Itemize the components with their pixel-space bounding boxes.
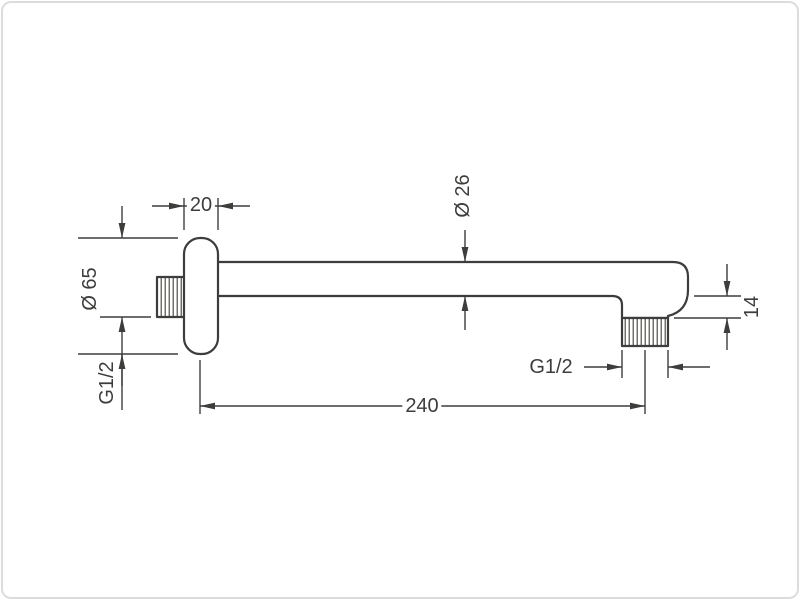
outlet-thread-hatch	[620, 316, 670, 348]
arrowhead-down	[461, 247, 469, 262]
arrowhead-up	[461, 296, 469, 311]
dim-arm-diameter-label: Ø 26	[452, 171, 474, 221]
arrowhead-down	[723, 281, 731, 296]
arrowhead-left	[218, 202, 233, 210]
flange-outline	[182, 236, 220, 356]
arrowhead-left	[668, 363, 683, 371]
dim-flange-depth-label: 20	[186, 194, 216, 216]
dim-wall-thread-label: G1/2	[96, 358, 118, 408]
dim-arm-length-label: 240	[402, 395, 442, 417]
arrowhead-right	[169, 202, 184, 210]
arrowheads	[118, 202, 731, 410]
wall-thread-hatch	[155, 275, 190, 319]
dim-outlet-thread-label: G1/2	[526, 356, 576, 378]
arrowhead-right	[630, 402, 645, 410]
dim-outlet-height-label: 14	[741, 292, 763, 322]
arrowhead-right	[607, 363, 622, 371]
fixture	[155, 236, 690, 356]
arrowhead-up	[723, 318, 731, 333]
shower-arm-outline	[210, 260, 690, 320]
extension-lines	[78, 198, 742, 414]
arrowhead-up	[118, 317, 126, 332]
arrowhead-left	[200, 402, 215, 410]
dim-flange-diameter-label: Ø 65	[79, 264, 101, 314]
arrowhead-up	[118, 354, 126, 369]
arrowhead-down	[118, 223, 126, 238]
